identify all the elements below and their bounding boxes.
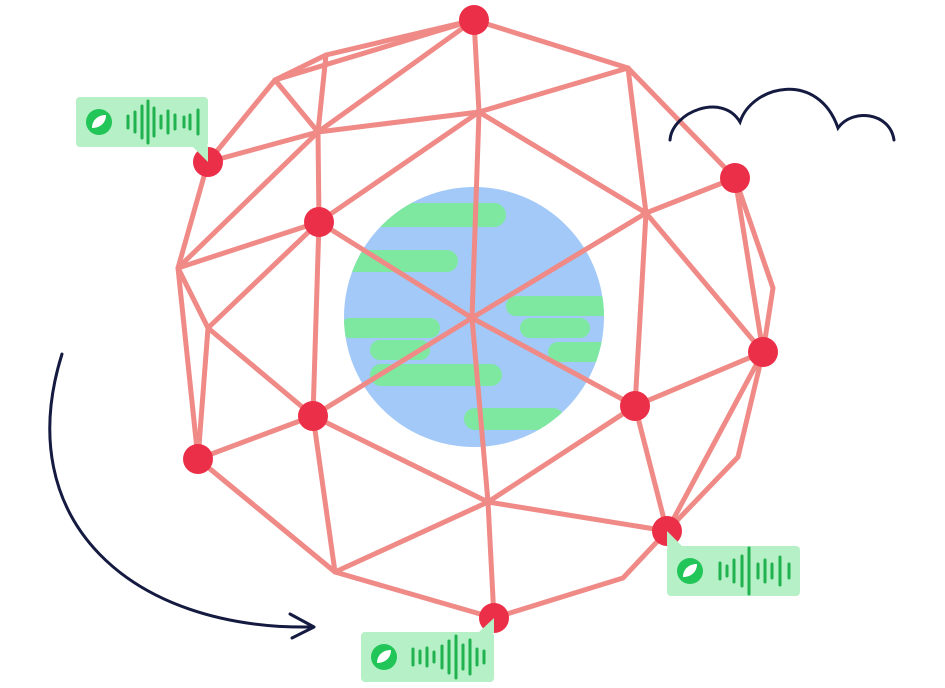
network-node: [620, 391, 650, 421]
speaker-glyph: [92, 115, 106, 128]
globe-icon: [344, 187, 604, 447]
speaker-glyph: [683, 564, 697, 577]
cloud-icon: [668, 87, 896, 142]
audio-bubble: [76, 97, 208, 162]
network-node: [459, 5, 489, 35]
audio-waveform-icon: [86, 99, 200, 145]
audio-waveform-icon: [677, 546, 791, 596]
speaker-glyph: [377, 650, 391, 663]
audio-waveform-icon: [371, 634, 486, 680]
network-node: [748, 337, 778, 367]
network-node: [720, 163, 750, 193]
network-node: [298, 401, 328, 431]
curved-arrow-icon: [48, 352, 316, 640]
audio-bubble: [667, 531, 800, 596]
mesh-network: [175, 17, 776, 621]
network-node: [183, 444, 213, 474]
network-node: [304, 207, 334, 237]
audio-bubble: [361, 618, 494, 682]
